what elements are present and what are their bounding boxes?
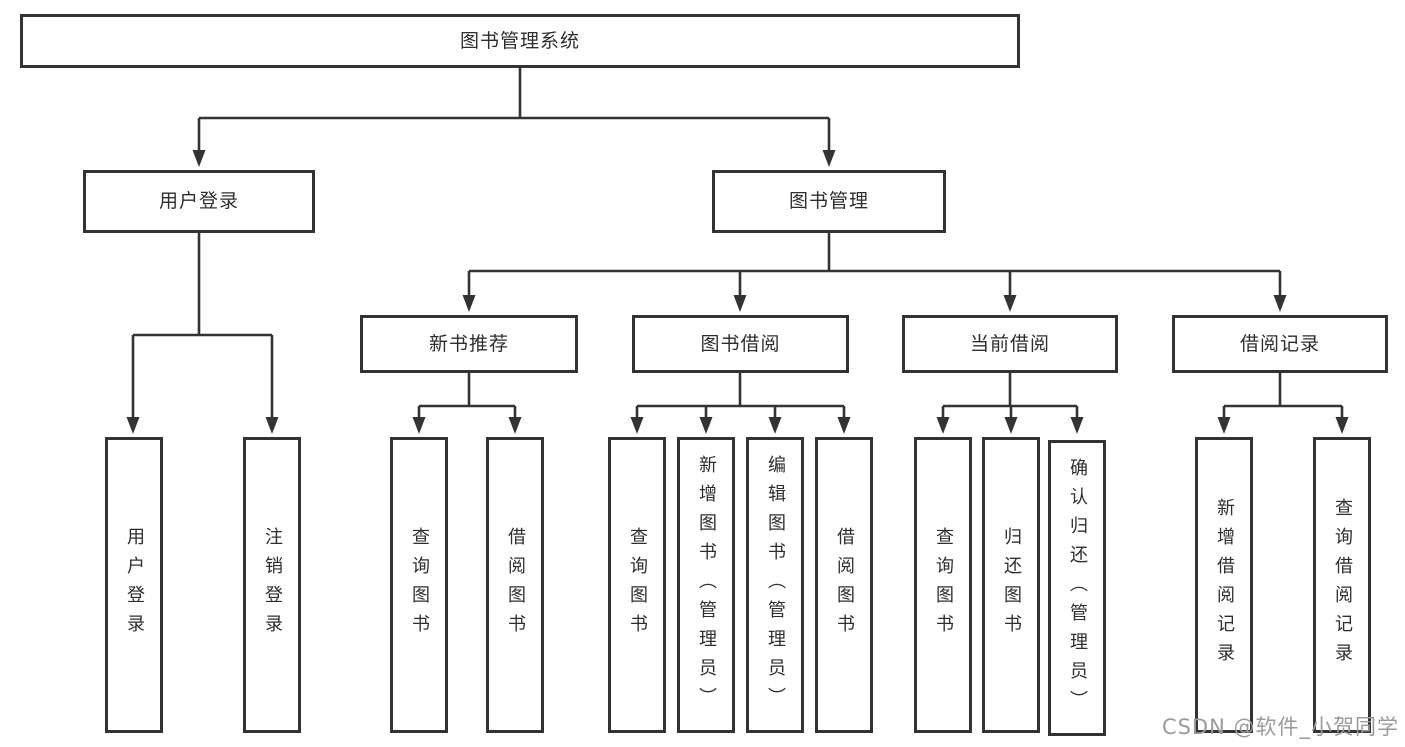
watermark: CSDN @软件_小贺同学 (1161, 715, 1399, 739)
node-library-management-system: 图书管理系统 (20, 14, 1020, 68)
leaf-add-borrow-record: 新增借阅记录 (1195, 437, 1253, 733)
leaf-query-books-3: 查询图书 (914, 437, 972, 733)
leaf-logout: 注销登录 (243, 437, 301, 733)
leaf-user-login: 用户登录 (105, 437, 163, 733)
leaf-query-books-1: 查询图书 (390, 437, 448, 733)
node-new-book-recommend: 新书推荐 (360, 315, 578, 373)
leaf-query-books-2: 查询图书 (608, 437, 666, 733)
node-book-management: 图书管理 (712, 170, 946, 233)
node-user-login-branch: 用户登录 (83, 170, 315, 233)
leaf-add-book-admin: 新增图书（管理员） (677, 437, 735, 733)
node-borrowing-records: 借阅记录 (1172, 315, 1388, 373)
leaf-query-borrow-record: 查询借阅记录 (1313, 437, 1371, 733)
leaf-edit-book-admin: 编辑图书（管理员） (746, 437, 804, 733)
leaf-confirm-return-admin: 确认归还（管理员） (1048, 440, 1106, 736)
leaf-return-books: 归还图书 (982, 437, 1040, 733)
leaf-borrow-books-1: 借阅图书 (486, 437, 544, 733)
node-book-borrowing: 图书借阅 (632, 315, 849, 373)
node-current-borrowing: 当前借阅 (902, 315, 1118, 373)
leaf-borrow-books-2: 借阅图书 (815, 437, 873, 733)
